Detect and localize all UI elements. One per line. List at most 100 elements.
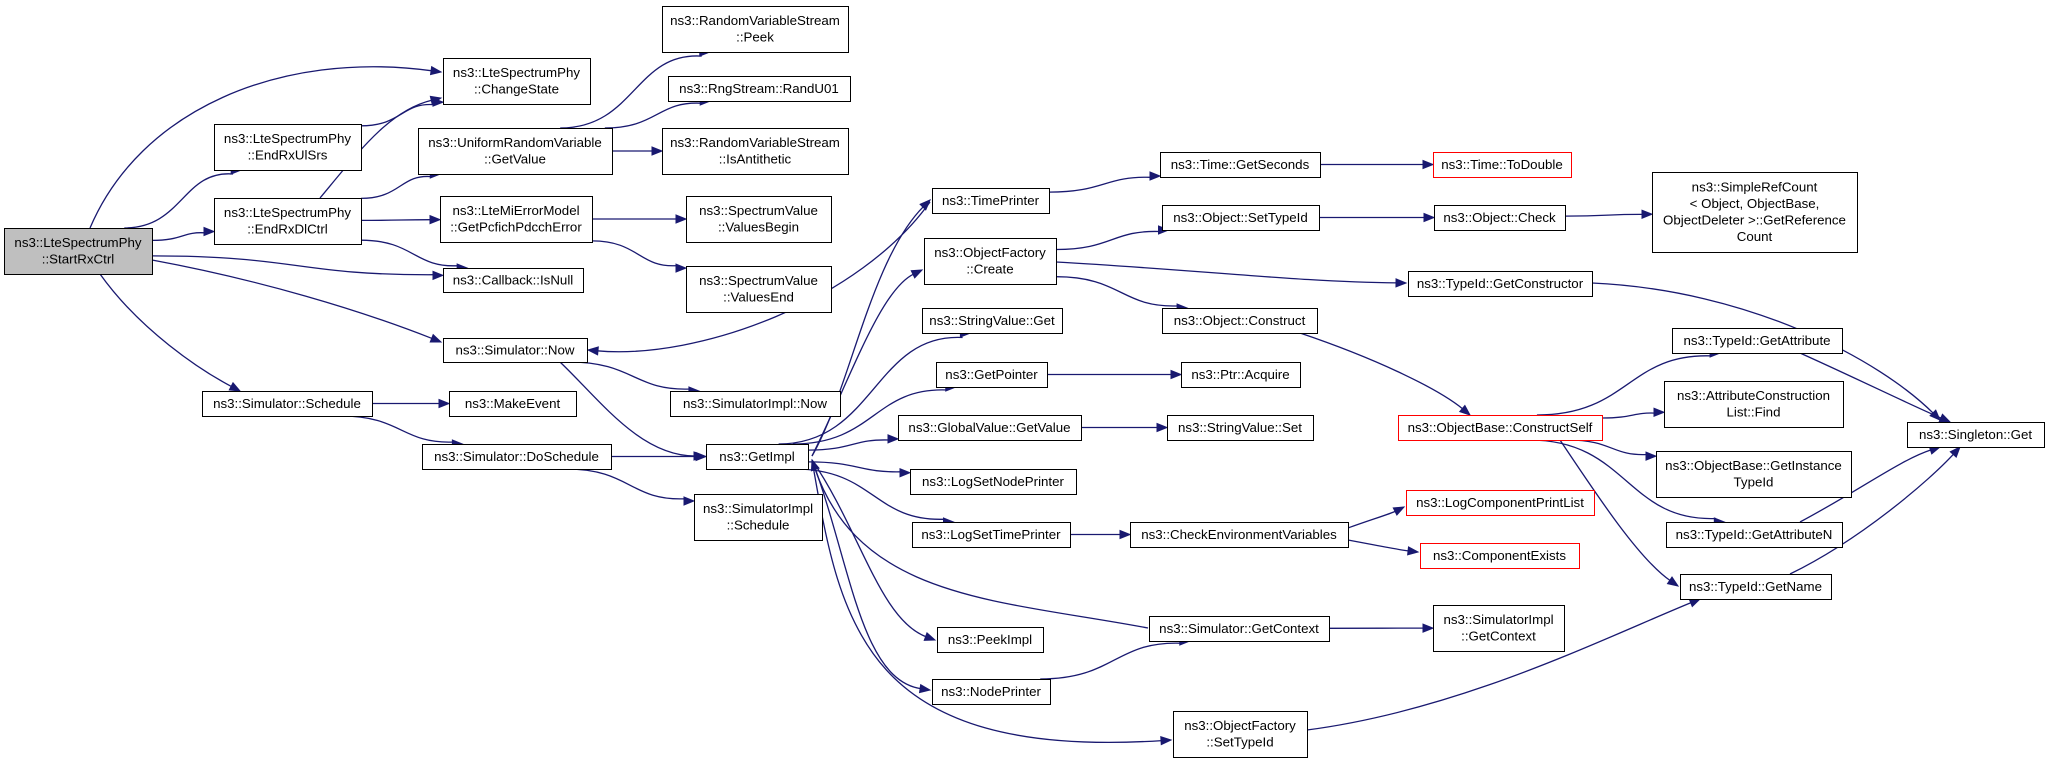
node-box[interactable] — [1434, 205, 1566, 231]
node-box[interactable] — [1149, 616, 1330, 642]
node-box[interactable] — [912, 522, 1071, 548]
node-box[interactable] — [1160, 152, 1321, 178]
node-box[interactable] — [670, 391, 841, 417]
node-ltemierror[interactable]: ns3::LteMiErrorModel::GetPcfichPdcchErro… — [440, 196, 593, 243]
node-box[interactable] — [932, 679, 1051, 705]
node-valuesbegin[interactable]: ns3::SpectrumValue::ValuesBegin — [686, 196, 832, 243]
node-box[interactable] — [443, 338, 588, 363]
node-box[interactable] — [1666, 522, 1843, 548]
node-simimplnow[interactable]: ns3::SimulatorImpl::Now — [670, 391, 841, 417]
node-box[interactable] — [214, 124, 362, 171]
node-box[interactable] — [937, 627, 1044, 653]
node-box[interactable] — [1907, 422, 2045, 448]
node-ptracquire[interactable]: ns3::Ptr::Acquire — [1181, 362, 1301, 388]
node-nodeprinter[interactable]: ns3::NodePrinter — [932, 679, 1051, 705]
node-box[interactable] — [706, 444, 809, 470]
node-box[interactable] — [1130, 522, 1349, 548]
node-box[interactable] — [4, 228, 153, 275]
node-box[interactable] — [686, 196, 832, 243]
node-box[interactable] — [1656, 451, 1852, 498]
node-box[interactable] — [443, 268, 584, 293]
node-gvgetvalue[interactable]: ns3::GlobalValue::GetValue — [898, 415, 1082, 441]
node-box[interactable] — [1398, 415, 1603, 441]
node-box[interactable] — [694, 494, 823, 541]
node-isantithetic[interactable]: ns3::RandomVariableStream::IsAntithetic — [662, 128, 849, 175]
node-isnull[interactable]: ns3::Callback::IsNull — [443, 268, 584, 293]
node-box[interactable] — [1406, 490, 1595, 516]
node-box[interactable] — [1672, 328, 1843, 354]
node-box[interactable] — [202, 391, 373, 417]
node-box[interactable] — [1167, 415, 1314, 441]
node-startrx[interactable]: ns3::LteSpectrumPhy::StartRxCtrl — [4, 228, 153, 275]
node-constructself[interactable]: ns3::ObjectBase::ConstructSelf — [1398, 415, 1603, 441]
node-rvspeek[interactable]: ns3::RandomVariableStream::Peek — [662, 6, 849, 53]
node-box[interactable] — [924, 238, 1057, 285]
node-simnow[interactable]: ns3::Simulator::Now — [443, 338, 588, 363]
node-box[interactable] — [668, 76, 851, 102]
node-typeidgetattrn[interactable]: ns3::TypeId::GetAttributeN — [1666, 522, 1843, 548]
node-randu01[interactable]: ns3::RngStream::RandU01 — [668, 76, 851, 102]
node-box[interactable] — [932, 188, 1050, 214]
node-logsettime[interactable]: ns3::LogSetTimePrinter — [912, 522, 1071, 548]
node-box[interactable] — [1173, 711, 1308, 758]
node-doschedule[interactable]: ns3::Simulator::DoSchedule — [422, 444, 612, 470]
node-valuesend[interactable]: ns3::SpectrumValue::ValuesEnd — [686, 266, 832, 313]
node-makeevent[interactable]: ns3::MakeEvent — [449, 391, 577, 417]
node-timeprinter[interactable]: ns3::TimePrinter — [932, 188, 1050, 214]
node-box[interactable] — [1680, 574, 1832, 600]
node-ofsettypeid[interactable]: ns3::ObjectFactory::SetTypeId — [1173, 711, 1308, 758]
node-box[interactable] — [1162, 308, 1318, 334]
node-objcheck[interactable]: ns3::Object::Check — [1434, 205, 1566, 231]
node-schedule[interactable]: ns3::Simulator::Schedule — [202, 391, 373, 417]
node-strvalueget[interactable]: ns3::StringValue::Get — [922, 308, 1063, 334]
node-box[interactable] — [1664, 381, 1844, 428]
node-endrxul[interactable]: ns3::LteSpectrumPhy::EndRxUlSrs — [214, 124, 362, 171]
node-box[interactable] — [910, 469, 1077, 495]
node-box[interactable] — [936, 362, 1048, 388]
node-checkenv[interactable]: ns3::CheckEnvironmentVariables — [1130, 522, 1349, 548]
node-getimpl[interactable]: ns3::GetImpl — [706, 444, 809, 470]
node-objconstruct[interactable]: ns3::Object::Construct — [1162, 308, 1318, 334]
node-typeidgetname[interactable]: ns3::TypeId::GetName — [1680, 574, 1832, 600]
node-getpointer[interactable]: ns3::GetPointer — [936, 362, 1048, 388]
node-urvgetvalue[interactable]: ns3::UniformRandomVariable::GetValue — [418, 128, 613, 175]
node-box[interactable] — [418, 128, 613, 175]
node-box[interactable] — [440, 196, 593, 243]
node-box[interactable] — [898, 415, 1082, 441]
node-simimplgetcontext[interactable]: ns3::SimulatorImpl::GetContext — [1433, 605, 1565, 652]
node-logcomp[interactable]: ns3::LogComponentPrintList — [1406, 490, 1595, 516]
node-box[interactable] — [922, 308, 1063, 334]
node-strvalueset[interactable]: ns3::StringValue::Set — [1167, 415, 1314, 441]
node-endrxdl[interactable]: ns3::LteSpectrumPhy::EndRxDlCtrl — [214, 198, 362, 245]
node-compexists[interactable]: ns3::ComponentExists — [1420, 543, 1580, 569]
node-box[interactable] — [1408, 271, 1593, 297]
node-typeidgetctor[interactable]: ns3::TypeId::GetConstructor — [1408, 271, 1593, 297]
node-simplerefcount[interactable]: ns3::SimpleRefCount< Object, ObjectBase,… — [1652, 172, 1858, 253]
node-box[interactable] — [686, 266, 832, 313]
node-box[interactable] — [1433, 152, 1572, 178]
node-typeidgetattr[interactable]: ns3::TypeId::GetAttribute — [1672, 328, 1843, 354]
node-peekimpl[interactable]: ns3::PeekImpl — [937, 627, 1044, 653]
node-box[interactable] — [1162, 205, 1320, 231]
node-box[interactable] — [214, 198, 362, 245]
node-simimplschedule[interactable]: ns3::SimulatorImpl::Schedule — [694, 494, 823, 541]
node-box[interactable] — [662, 6, 849, 53]
node-box[interactable] — [662, 128, 849, 175]
node-box[interactable] — [1652, 172, 1858, 253]
node-objsettypeid[interactable]: ns3::Object::SetTypeId — [1162, 205, 1320, 231]
node-singletonget[interactable]: ns3::Singleton::Get — [1907, 422, 2045, 448]
node-box[interactable] — [1181, 362, 1301, 388]
node-simgetcontext[interactable]: ns3::Simulator::GetContext — [1149, 616, 1330, 642]
node-logsetnode[interactable]: ns3::LogSetNodePrinter — [910, 469, 1077, 495]
node-ofcreate[interactable]: ns3::ObjectFactory::Create — [924, 238, 1057, 285]
node-box[interactable] — [443, 58, 591, 105]
node-box[interactable] — [1433, 605, 1565, 652]
node-box[interactable] — [1420, 543, 1580, 569]
node-timetodouble[interactable]: ns3::Time::ToDouble — [1433, 152, 1572, 178]
node-box[interactable] — [422, 444, 612, 470]
node-timegetseconds[interactable]: ns3::Time::GetSeconds — [1160, 152, 1321, 178]
node-box[interactable] — [449, 391, 577, 417]
node-changestate[interactable]: ns3::LteSpectrumPhy::ChangeState — [443, 58, 591, 105]
